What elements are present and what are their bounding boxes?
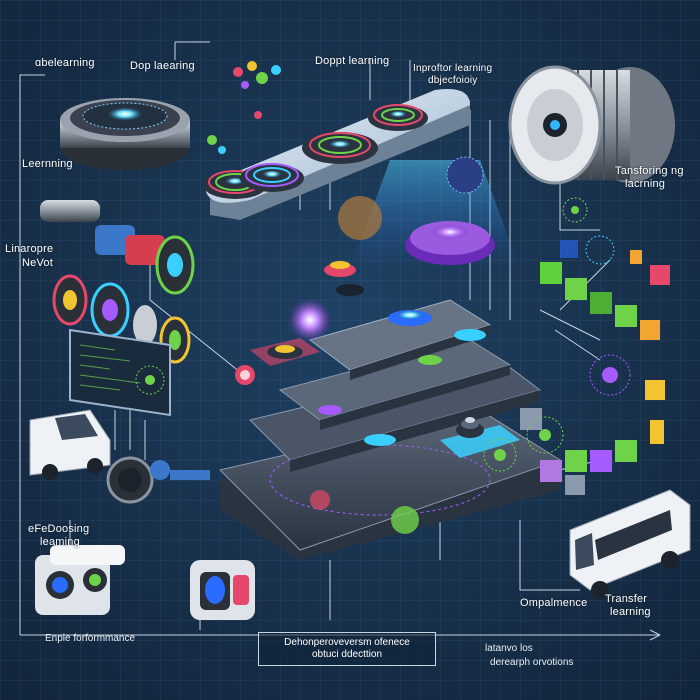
pulley-gear (508, 65, 675, 185)
label-learning-left: Leernning (22, 158, 73, 170)
gear-chain (40, 200, 195, 364)
label-enhance-performance: Enple forformmance (45, 633, 136, 644)
cube-row (520, 235, 665, 495)
label-unsupervised-1: Linaropre (5, 243, 54, 255)
camera-cube-left (35, 545, 125, 615)
bus-right (569, 489, 691, 599)
label-deep-learning-center: Doppt learning (315, 55, 390, 67)
colored-nodes (207, 61, 281, 154)
top-tray (203, 89, 470, 220)
label-bottom-right-1: latanvo los (485, 643, 533, 654)
label-compariance: Ompalmence (520, 597, 588, 609)
label-transfer-objectives-2: dbjecfoioiy (428, 75, 478, 86)
monitor (69, 328, 171, 417)
van-left (29, 409, 111, 480)
speaker (106, 456, 210, 504)
label-federated-2: leaming (40, 536, 80, 548)
purple-orb (235, 196, 382, 385)
object-detection-line-1: Dehonperoveversm ofenece (284, 637, 410, 648)
label-transfer-learning-right-2: lacrning (625, 178, 666, 190)
label-transfer-learning-bottom-2: learning (610, 606, 651, 618)
central-beam (350, 156, 520, 270)
disc-device (60, 98, 190, 170)
label-deep-learning-left: Dop laearing (130, 60, 195, 72)
label-transfer-learning-right-1: Tansforing ng (615, 165, 684, 177)
platform-stack (219, 261, 562, 560)
cube-cluster (540, 240, 670, 340)
label-unsupervised-2: NeVot (22, 257, 53, 269)
camera-cube-right (190, 560, 255, 620)
label-transfer-learning-bottom-1: Transfer (605, 593, 648, 605)
label-bottom-right-2: derearph orvotions (490, 657, 574, 668)
label-federated-1: eFeDoosing (28, 523, 90, 535)
blobs (135, 197, 588, 472)
object-detection-box: Dehonperoveversm ofenece obtuci ddecttio… (258, 632, 436, 666)
object-detection-line-2: obtuci ddecttion (311, 649, 383, 660)
connector-lines (19, 41, 661, 641)
label-transfer-objectives-1: Inproftor learning (413, 63, 493, 74)
label-top-left: ɑbelearning (35, 57, 95, 69)
